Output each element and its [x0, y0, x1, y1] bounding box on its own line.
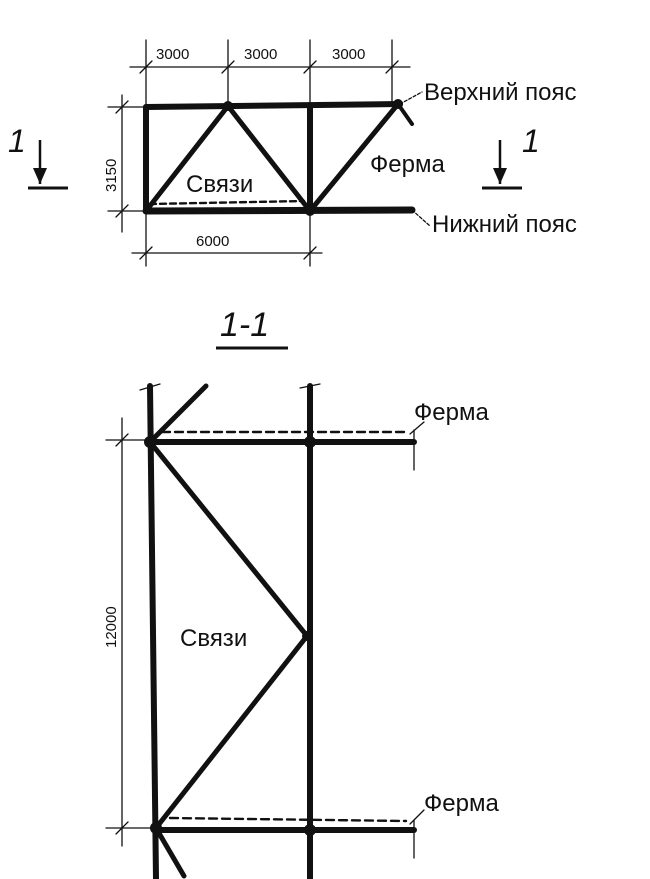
section-label-truss-bottom: Ферма — [424, 790, 499, 817]
section-title: 1-1 — [220, 306, 269, 344]
plan-tick — [221, 60, 235, 74]
section-arrow-right-icon — [493, 168, 507, 184]
section-brace-stub-top — [147, 383, 209, 445]
plan-dim-2: 3000 — [244, 46, 277, 63]
section-mark-left-number: 1 — [8, 123, 26, 159]
section-joint — [302, 631, 312, 641]
section-brace — [147, 439, 310, 639]
section-column-cap — [299, 383, 321, 389]
section-arrow-left-icon — [33, 168, 47, 184]
plan-leader-bottom-chord — [411, 209, 431, 227]
plan-brace — [225, 103, 313, 214]
plan-brace — [307, 101, 401, 214]
plan-tick — [115, 204, 129, 218]
section-bottom-truss-dashed — [168, 816, 408, 823]
plan-dim-bottom: 6000 — [196, 233, 229, 250]
section-tick — [115, 821, 129, 835]
section-brace — [153, 633, 310, 831]
plan-dim-height: 3150 — [103, 159, 120, 192]
plan-tick — [139, 246, 153, 260]
section-view — [105, 383, 425, 879]
section-label-bracing: Связи — [180, 625, 247, 652]
section-brace-stub-bottom — [153, 825, 187, 879]
plan-dim-1: 3000 — [156, 46, 189, 63]
section-tick — [115, 433, 129, 447]
plan-tick — [303, 60, 317, 74]
plan-top-chord — [143, 101, 403, 110]
plan-dashed-line — [148, 199, 306, 206]
plan-label-bracing: Связи — [186, 171, 253, 198]
section-joint — [150, 822, 162, 834]
section-mark-left — [28, 140, 68, 190]
plan-leader-top-chord — [399, 91, 423, 105]
plan-label-bottom-chord: Нижний пояс — [432, 211, 577, 238]
section-leader-bottom — [409, 809, 425, 825]
plan-label-truss: Ферма — [370, 151, 445, 178]
section-dim-height: 12000 — [103, 606, 120, 648]
plan-joint — [305, 206, 315, 216]
plan-joint — [223, 101, 233, 111]
plan-tick — [115, 100, 129, 114]
plan-brace — [143, 103, 231, 214]
section-mark-right-number: 1 — [522, 123, 540, 159]
section-leader-top — [409, 421, 425, 435]
section-left-column — [147, 383, 159, 879]
plan-bottom-chord — [142, 206, 416, 215]
plan-tick — [139, 60, 153, 74]
section-joints — [144, 436, 316, 836]
plan-tick — [385, 60, 399, 74]
section-mark-right — [482, 140, 522, 190]
section-label-truss-top: Ферма — [414, 399, 489, 426]
section-column-cap — [139, 383, 161, 391]
plan-label-top-chord: Верхний пояс — [424, 79, 577, 106]
plan-tick — [303, 246, 317, 260]
plan-view — [107, 39, 431, 267]
plan-joints — [223, 99, 403, 216]
section-joint — [144, 436, 156, 448]
plan-dim-3: 3000 — [332, 46, 365, 63]
section-joint — [304, 436, 316, 448]
plan-joint — [393, 99, 403, 109]
section-joint — [304, 824, 316, 836]
